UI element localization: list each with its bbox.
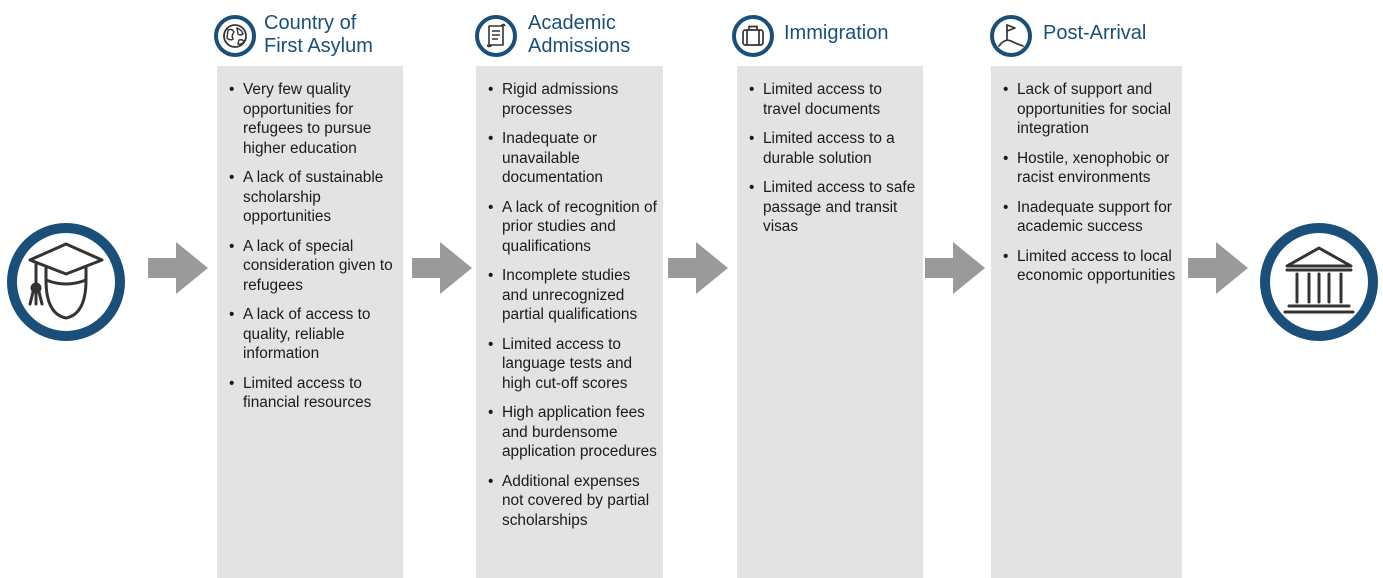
stage-title-line: Immigration — [784, 22, 889, 44]
stage-box-post-arrival: Lack of support and opportunities for so… — [991, 66, 1182, 578]
stage-box-immigration: Limited access to travel documents Limit… — [737, 66, 923, 578]
globe-icon — [214, 15, 256, 57]
stage-title-country-of-first-asylum: Country of First Asylum — [264, 12, 373, 58]
flow-arrow — [668, 242, 728, 294]
list-item: Limited access to financial resources — [229, 374, 397, 413]
list-item: Incomplete studies and unrecognized part… — [488, 266, 657, 325]
university-building-icon — [1260, 223, 1378, 341]
flow-arrow — [148, 242, 208, 294]
list-item: Inadequate support for academic success — [1003, 198, 1176, 237]
stage-title-line: Country of — [264, 12, 357, 34]
list-item: Limited access to local economic opportu… — [1003, 247, 1176, 286]
barrier-list: Limited access to travel documents Limit… — [749, 80, 917, 237]
diploma-scroll-icon — [475, 15, 517, 57]
list-item: A lack of recognition of prior studies a… — [488, 198, 657, 257]
list-item: Limited access to travel documents — [749, 80, 917, 119]
list-item: High application fees and burdensome app… — [488, 403, 657, 462]
stage-title-line: First Asylum — [264, 35, 373, 57]
list-item: Limited access to safe passage and trans… — [749, 178, 917, 237]
stage-title-immigration: Immigration — [784, 22, 888, 45]
stage-title-line: Admissions — [528, 35, 631, 57]
flag-on-hill-icon — [990, 15, 1032, 57]
flow-arrow — [1188, 242, 1248, 294]
graduate-student-icon — [7, 223, 125, 341]
list-item: Lack of support and opportunities for so… — [1003, 80, 1176, 139]
list-item: Limited access to a durable solution — [749, 129, 917, 168]
list-item: A lack of access to quality, reliable in… — [229, 305, 397, 364]
barrier-list: Rigid admissions processes Inadequate or… — [488, 80, 657, 530]
list-item: Limited access to language tests and hig… — [488, 335, 657, 394]
luggage-icon — [732, 15, 774, 57]
list-item: Very few quality opportunities for refug… — [229, 80, 397, 158]
barrier-list: Lack of support and opportunities for so… — [1003, 80, 1176, 286]
stage-title-line: Academic — [528, 12, 616, 34]
list-item: Additional expenses not covered by parti… — [488, 472, 657, 531]
stage-title-post-arrival: Post-Arrival — [1043, 22, 1146, 45]
list-item: Inadequate or unavailable documentation — [488, 129, 657, 188]
stage-title-line: Post-Arrival — [1043, 22, 1147, 44]
flow-arrow — [412, 242, 472, 294]
list-item: Hostile, xenophobic or racist environmen… — [1003, 149, 1176, 188]
list-item: A lack of special consideration given to… — [229, 237, 397, 296]
stage-title-academic-admissions: Academic Admissions — [528, 12, 630, 58]
stage-box-country-of-first-asylum: Very few quality opportunities for refug… — [217, 66, 403, 578]
flow-arrow — [925, 242, 985, 294]
barrier-list: Very few quality opportunities for refug… — [229, 80, 397, 413]
list-item: A lack of sustainable scholarship opport… — [229, 168, 397, 227]
stage-box-academic-admissions: Rigid admissions processes Inadequate or… — [476, 66, 663, 578]
list-item: Rigid admissions processes — [488, 80, 657, 119]
